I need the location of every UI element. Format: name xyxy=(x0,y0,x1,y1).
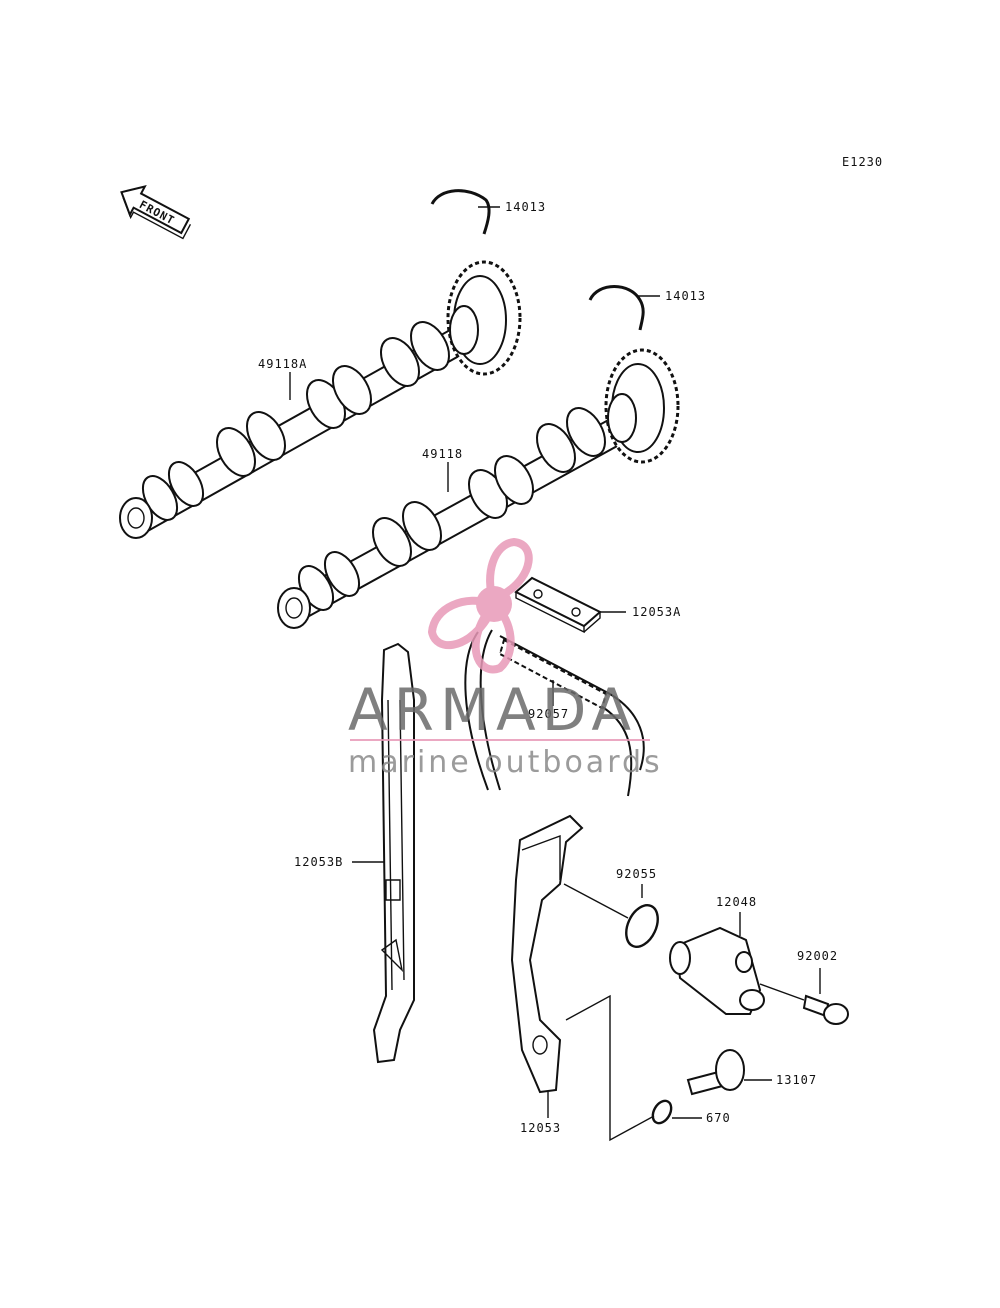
camshaft-intake: 49118 xyxy=(277,348,680,629)
camshaft-exhaust: 49118A xyxy=(119,260,522,539)
label-chain: 92057 xyxy=(528,707,569,721)
guide-plate: 12053A xyxy=(514,576,681,634)
diagram-code: E1230 xyxy=(842,155,883,169)
watermark-tagline: marine outboards xyxy=(348,745,663,780)
label-o-ring-small: 670 xyxy=(706,1111,731,1125)
circlip-upper: 14013 xyxy=(430,189,546,235)
label-o-ring-large: 92055 xyxy=(616,867,657,881)
bolt: 92002 xyxy=(759,949,849,1025)
label-camshaft-intake: 49118 xyxy=(422,447,463,461)
label-guide-plate: 12053A xyxy=(632,605,681,619)
label-circlip-lower: 14013 xyxy=(665,289,706,303)
label-bolt: 92002 xyxy=(797,949,838,963)
label-guide-rear: 12053 xyxy=(520,1121,561,1135)
watermark: ARMADA marine outboards xyxy=(348,537,663,780)
o-ring-small: 670 xyxy=(651,1099,731,1125)
chain-guide-rear: 12053 xyxy=(510,814,655,1142)
front-arrow-icon: FRONT xyxy=(120,184,192,240)
propeller-logo-icon xyxy=(427,537,533,674)
watermark-brand: ARMADA xyxy=(348,676,637,744)
label-guide-front: 12053B xyxy=(294,855,343,869)
label-circlip-upper: 14013 xyxy=(505,200,546,214)
label-pin: 13107 xyxy=(776,1073,817,1087)
chain-tensioner: 12048 xyxy=(669,895,765,1015)
o-ring-large: 92055 xyxy=(563,867,659,948)
label-tensioner: 12048 xyxy=(716,895,757,909)
label-camshaft-exhaust: 49118A xyxy=(258,357,307,371)
circlip-lower: 14013 xyxy=(588,285,706,331)
pin: 13107 xyxy=(686,1049,817,1096)
timing-chain: 92057 xyxy=(464,629,645,797)
chain-guide-front: 12053B xyxy=(294,642,415,1064)
